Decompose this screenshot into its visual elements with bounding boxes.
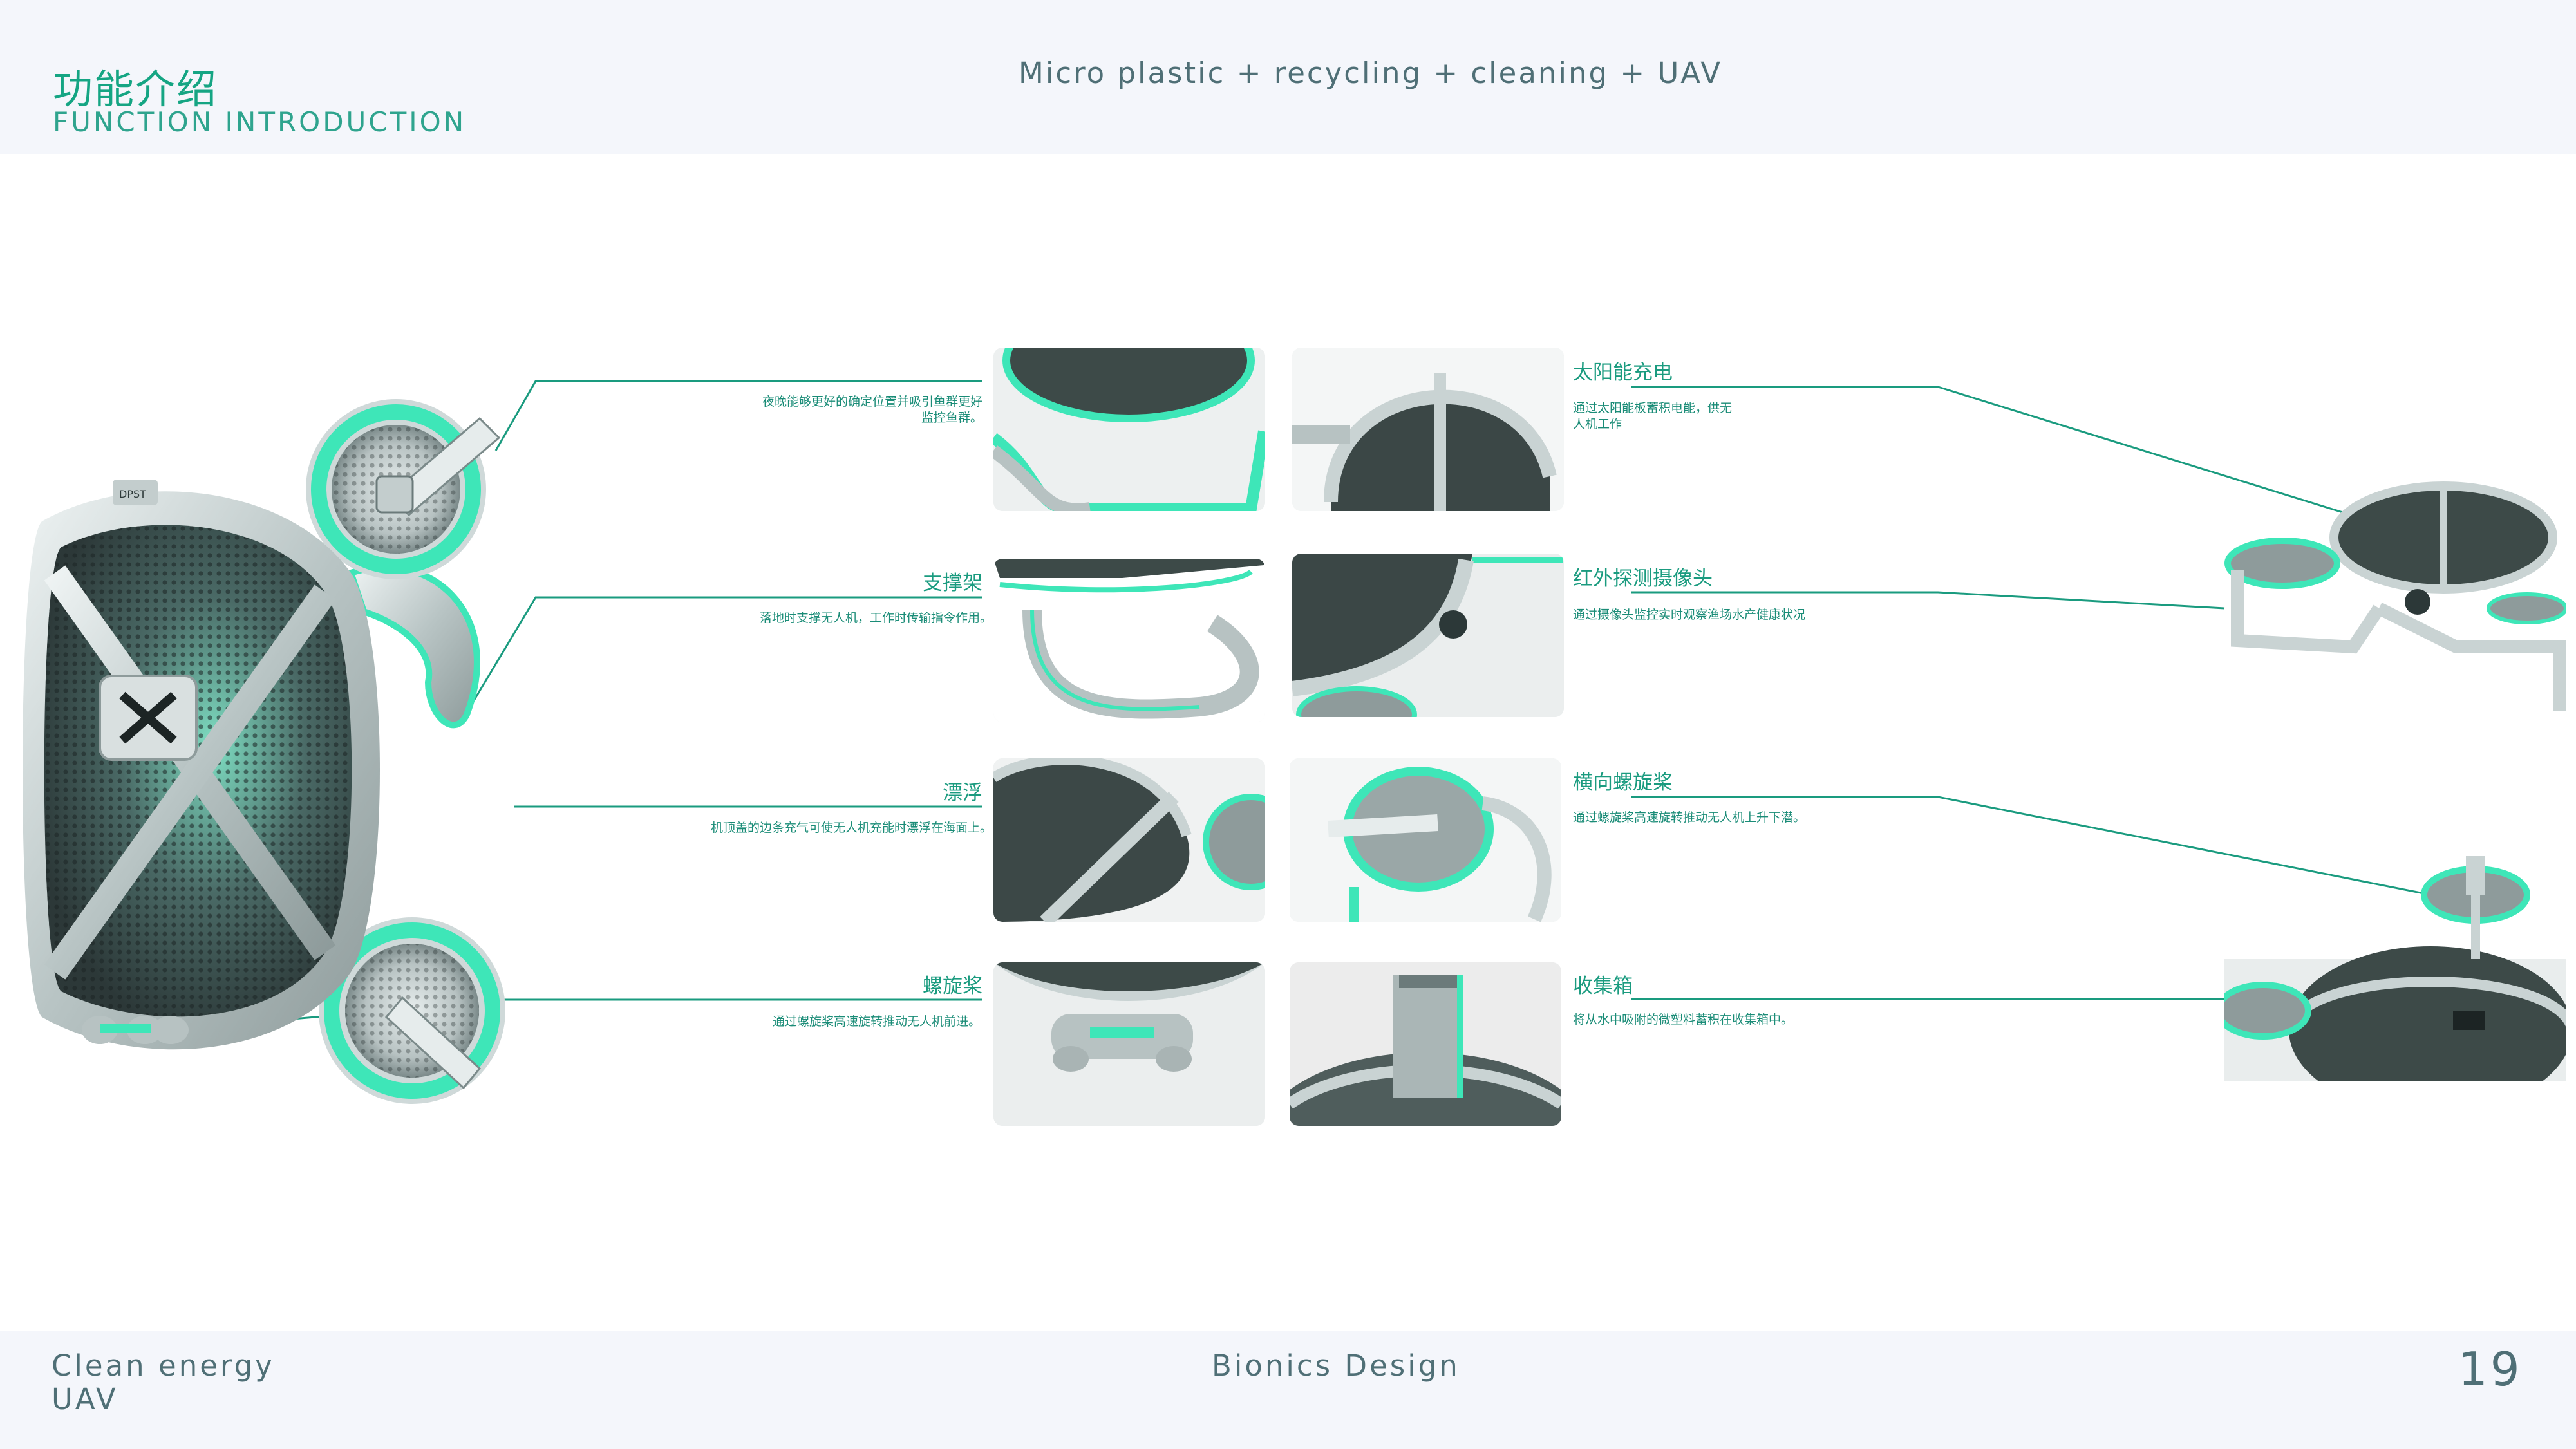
feature-label-collection-box: 收集箱 — [1573, 975, 1633, 998]
uav-rear-view-image — [2224, 856, 2566, 1081]
feature-label-solar-charging: 太阳能充电 — [1573, 361, 1673, 384]
header-bar — [0, 0, 2576, 154]
product-marking: DPST — [119, 488, 146, 500]
feature-label-float: 漂浮 — [943, 781, 982, 805]
feature-desc-solar-charging: 通过太阳能板蓄积电能，供无 人机工作 — [1573, 401, 1733, 431]
feature-desc-lateral-propeller: 通过螺旋桨高速旋转推动无人机上升下潜。 — [1573, 810, 1806, 825]
thumbnail-support-frame — [993, 559, 1265, 722]
thumbnail-infrared-camera — [1292, 554, 1564, 717]
page-number: 19 — [2458, 1342, 2523, 1396]
feature-desc-night-light: 夜晚能够更好的确定位置并吸引鱼群更好 监控鱼群。 — [762, 395, 982, 425]
thumbnail-collection-box — [1290, 962, 1561, 1126]
footer-left-line2: UAV — [52, 1382, 118, 1416]
thumbnail-propeller — [993, 962, 1265, 1126]
feature-label-support-frame: 支撑架 — [923, 572, 982, 595]
feature-desc-support-frame: 落地时支撑无人机，工作时传输指令作用。 — [759, 611, 992, 625]
feature-desc-collection-box: 将从水中吸附的微塑料蓄积在收集箱中。 — [1573, 1013, 1794, 1027]
feature-desc-propeller: 通过螺旋桨高速旋转推动无人机前进。 — [772, 1014, 981, 1029]
feature-label-lateral-propeller: 横向螺旋桨 — [1573, 771, 1673, 794]
uav-top-view-image: DPST — [16, 380, 518, 1139]
feature-desc-infrared-camera: 通过摄像头监控实时观察渔场水产健康状况 — [1573, 608, 1806, 622]
page-subtitle: Micro plastic + recycling + cleaning + U… — [1019, 56, 1722, 90]
page-title-cn: 功能介绍 — [53, 66, 218, 113]
feature-label-propeller: 螺旋桨 — [923, 975, 982, 998]
thumbnail-solar-panel — [1292, 348, 1564, 511]
thumbnail-float — [993, 758, 1265, 922]
uav-side-view-image — [2224, 480, 2566, 718]
thumbnail-lateral-propeller — [1290, 758, 1561, 922]
footer-left-line1: Clean energy — [52, 1349, 275, 1383]
feature-label-infrared-camera: 红外探测摄像头 — [1573, 567, 1713, 590]
footer-bar — [0, 1331, 2576, 1449]
page-title-en: FUNCTION INTRODUCTION — [53, 106, 467, 138]
feature-desc-float: 机顶盖的边条充气可使无人机充能时漂浮在海面上。 — [710, 821, 992, 835]
footer-center-text: Bionics Design — [1212, 1349, 1460, 1383]
thumbnail-night-light — [993, 348, 1265, 511]
